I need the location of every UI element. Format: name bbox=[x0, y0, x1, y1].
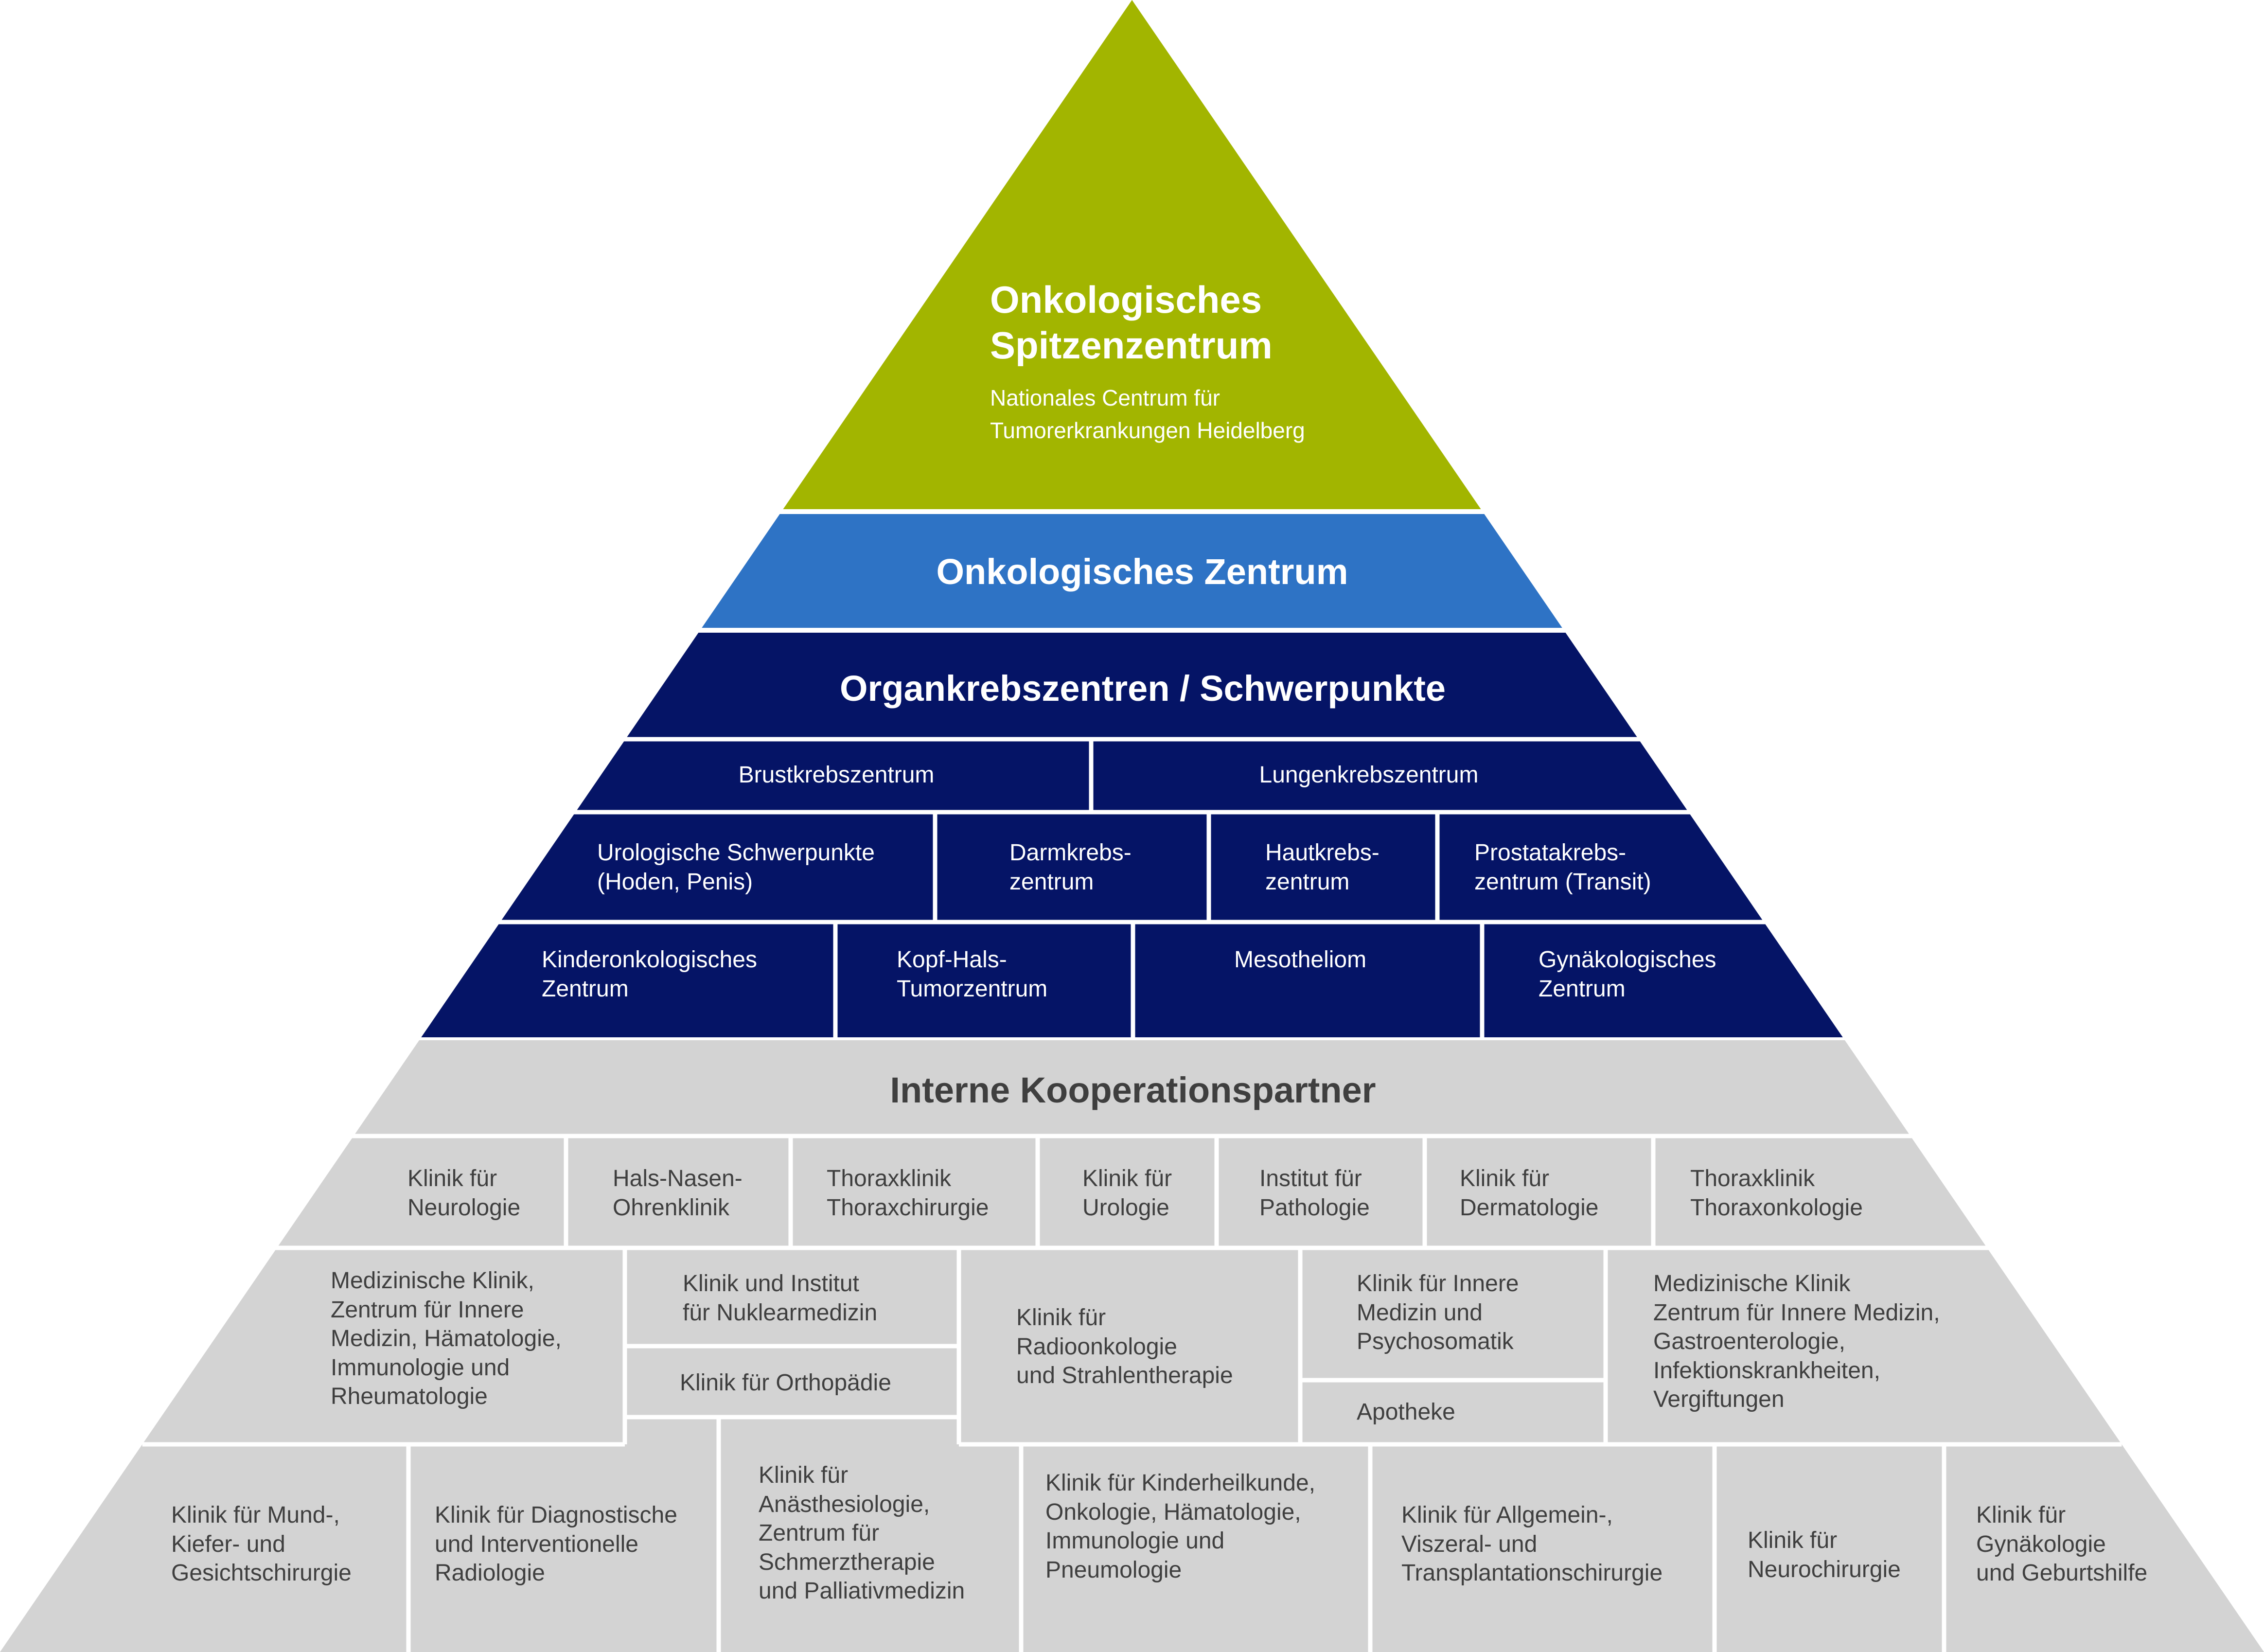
interne-cell-anaesthesiologie: Klinik für Anästhesiologie, Zentrum für … bbox=[759, 1462, 965, 1604]
organ-cell-prostatakrebs: Prostatakrebs- zentrum (Transit) bbox=[1474, 840, 1651, 895]
interne-cell-radiologie: Klinik für Diagnostische und Interventio… bbox=[435, 1502, 677, 1586]
interne-cell-radioonkologie: Klinik für Radioonkologie und Strahlenth… bbox=[1016, 1305, 1233, 1389]
interne-cell-pathologie: Institut für Pathologie bbox=[1259, 1166, 1370, 1221]
interne-cell-mkg-chirurgie: Klinik für Mund-, Kiefer- und Gesichtsch… bbox=[171, 1502, 352, 1586]
organ-cell-lungenkrebs: Lungenkrebszentrum bbox=[1259, 762, 1479, 788]
organ-cell-urologische: Urologische Schwerpunkte (Hoden, Penis) bbox=[597, 840, 875, 895]
interne-cell-orthopaedie: Klinik für Orthopädie bbox=[680, 1370, 891, 1396]
interne-cell-hno: Hals-Nasen- Ohrenklinik bbox=[613, 1166, 743, 1221]
organ-cell-brustkrebs: Brustkrebszentrum bbox=[738, 762, 935, 788]
organ-cell-mesotheliom: Mesotheliom bbox=[1234, 947, 1367, 973]
interne-cell-neurochirurgie: Klinik für Neurochirurgie bbox=[1748, 1528, 1901, 1582]
top-subtitle: Nationales Centrum für Tumorerkrankungen… bbox=[990, 385, 1305, 443]
interne-cell-nuklearmedizin: Klinik und Institut für Nuklearmedizin bbox=[683, 1271, 878, 1326]
onkologisches-zentrum-title: Onkologisches Zentrum bbox=[936, 551, 1348, 592]
interne-cell-med-klinik-gastro: Medizinische Klinik Zentrum für Innere M… bbox=[1653, 1271, 1940, 1413]
top-title: Onkologisches Spitzenzentrum bbox=[990, 278, 1273, 367]
interne-cell-gynaekologie-geburtshilfe: Klinik für Gynäkologie und Geburtshilfe bbox=[1976, 1502, 2148, 1586]
interne-cell-thoraxchirurgie: Thoraxklinik Thoraxchirurgie bbox=[827, 1166, 989, 1221]
tier-onkologisches-zentrum bbox=[700, 512, 1564, 630]
organ-cell-kinderonkologisch: Kinderonkologisches Zentrum bbox=[542, 947, 757, 1002]
organ-cell-hautkrebs: Hautkrebs- zentrum bbox=[1265, 840, 1380, 895]
interne-cell-psychosomatik: Klinik für Innere Medizin und Psychosoma… bbox=[1357, 1271, 1519, 1355]
tier-organkrebszentren bbox=[420, 630, 1844, 1039]
interne-cell-neurologie: Klinik für Neurologie bbox=[407, 1166, 521, 1221]
interne-cell-kinderheilkunde: Klinik für Kinderheilkunde, Onkologie, H… bbox=[1045, 1470, 1315, 1583]
organ-cell-darmkrebs: Darmkrebs- zentrum bbox=[1009, 840, 1132, 895]
interne-cell-dermatologie: Klinik für Dermatologie bbox=[1460, 1166, 1599, 1221]
tier-spitzenzentrum bbox=[781, 0, 1483, 512]
organ-cell-gynaekologisch: Gynäkologisches Zentrum bbox=[1539, 947, 1716, 1002]
interne-title: Interne Kooperationspartner bbox=[890, 1070, 1376, 1110]
interne-cell-allgemeinchirurgie: Klinik für Allgemein-, Viszeral- und Tra… bbox=[1401, 1502, 1663, 1586]
interne-cell-thoraxonkologie: Thoraxklinik Thoraxonkologie bbox=[1690, 1166, 1863, 1221]
interne-cell-med-klinik-haematologie: Medizinische Klinik, Zentrum für Innere … bbox=[331, 1268, 562, 1410]
interne-cell-urologie: Klinik für Urologie bbox=[1082, 1166, 1172, 1221]
organ-cell-kopf-hals: Kopf-Hals- Tumorzentrum bbox=[897, 947, 1048, 1002]
interne-cell-apotheke: Apotheke bbox=[1357, 1399, 1455, 1425]
organkrebs-title: Organkrebszentren / Schwerpunkte bbox=[839, 668, 1446, 709]
